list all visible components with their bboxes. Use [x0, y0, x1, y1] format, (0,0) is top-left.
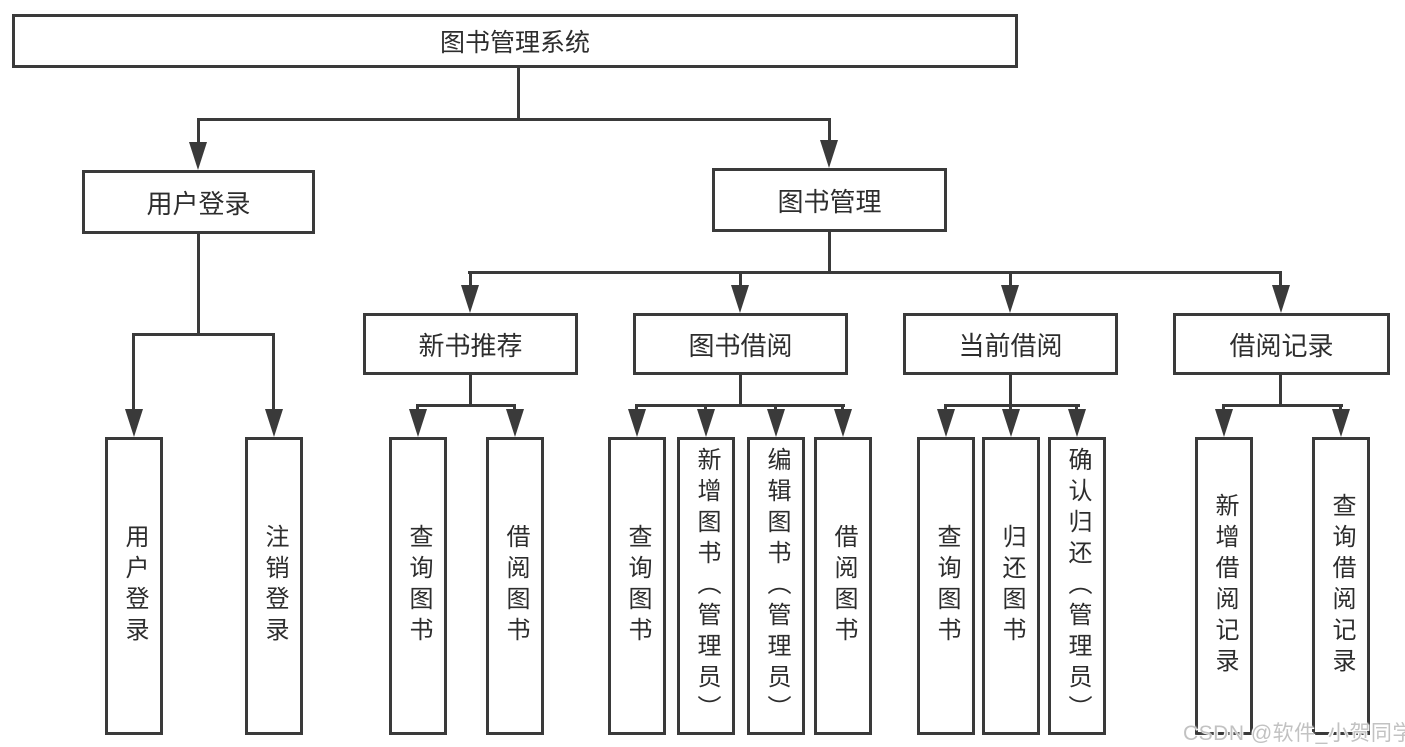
connector-book-borrow-stem — [739, 375, 742, 407]
arrowhead-current-borrow — [1001, 285, 1019, 313]
arrowhead-leaf — [628, 409, 646, 437]
leaf-label: 查询图书 — [933, 524, 960, 648]
connector-drop-borrow-record — [1279, 271, 1282, 292]
node-library-management-system: 图书管理系统 — [12, 14, 1018, 68]
node-label: 用户登录 — [146, 188, 251, 219]
connector-user-login-stem — [197, 233, 200, 336]
connector-current-borrow-hline — [944, 404, 1080, 407]
leaf-label: 用户登录 — [121, 524, 148, 648]
connector-drop-new-book — [469, 271, 472, 292]
node-label: 新书推荐 — [418, 330, 523, 361]
node-book-management: 图书管理 — [712, 168, 947, 232]
arrowhead-leaf-login — [125, 409, 143, 437]
node-book-borrowing: 图书借阅 — [633, 313, 848, 375]
leaf-label: 查询图书 — [624, 524, 651, 648]
arrowhead-leaf — [767, 409, 785, 437]
connector-book-management-stem — [828, 232, 831, 273]
leaf-borrow-books: 借阅图书 — [814, 437, 872, 735]
connector-book-borrow-hline — [635, 404, 845, 407]
connector-level2-hline — [197, 118, 831, 121]
arrowhead-borrow-record — [1272, 285, 1290, 313]
csdn-watermark: CSDN @软件_小贺同学 — [1183, 722, 1405, 745]
leaf-return-books: 归还图书 — [982, 437, 1040, 735]
node-label: 借阅记录 — [1229, 330, 1334, 361]
leaf-label: 确认归还（管理员） — [1064, 446, 1091, 726]
connector-drop-book-management — [828, 118, 831, 148]
connector-user-login-hline — [132, 333, 275, 336]
leaf-add-books-admin: 新增图书（管理员） — [677, 437, 735, 735]
arrowhead-new-book — [461, 285, 479, 313]
leaf-user-login: 用户登录 — [105, 437, 163, 735]
leaf-query-borrow-record: 查询借阅记录 — [1312, 437, 1370, 735]
arrowhead-book-management — [820, 140, 838, 168]
connector-drop-user-login — [197, 118, 200, 150]
leaf-confirm-return-admin: 确认归还（管理员） — [1048, 437, 1106, 735]
leaf-label: 查询借阅记录 — [1328, 493, 1355, 679]
leaf-query-books-newbook: 查询图书 — [389, 437, 447, 735]
leaf-borrow-books-newbook: 借阅图书 — [486, 437, 544, 735]
arrowhead-book-borrow — [731, 285, 749, 313]
node-label: 图书管理 — [777, 186, 882, 217]
connector-borrow-record-stem — [1279, 375, 1282, 407]
leaf-add-borrow-record: 新增借阅记录 — [1195, 437, 1253, 735]
leaf-logout: 注销登录 — [245, 437, 303, 735]
leaf-query-books-current: 查询图书 — [917, 437, 975, 735]
arrowhead-leaf — [1215, 409, 1233, 437]
connector-root-stem — [517, 68, 520, 120]
connector-drop-leaf-login — [132, 333, 135, 421]
node-new-book-recommendation: 新书推荐 — [363, 313, 578, 375]
connector-new-book-hline — [416, 404, 516, 407]
leaf-label: 归还图书 — [998, 524, 1025, 648]
arrowhead-leaf — [1002, 409, 1020, 437]
connector-level3-hline — [468, 271, 1282, 274]
leaf-label: 查询图书 — [405, 524, 432, 648]
connector-borrow-record-hline — [1222, 404, 1343, 407]
node-user-login: 用户登录 — [82, 170, 315, 234]
node-borrowing-records: 借阅记录 — [1173, 313, 1390, 375]
leaf-label: 新增图书（管理员） — [693, 446, 720, 726]
arrowhead-leaf — [697, 409, 715, 437]
leaf-label: 编辑图书（管理员） — [763, 446, 790, 726]
connector-drop-book-borrow — [739, 271, 742, 292]
leaf-label: 新增借阅记录 — [1211, 493, 1238, 679]
node-current-borrowing: 当前借阅 — [903, 313, 1118, 375]
leaf-query-books-borrow: 查询图书 — [608, 437, 666, 735]
node-label: 当前借阅 — [958, 330, 1063, 361]
leaf-label: 借阅图书 — [830, 524, 857, 648]
leaf-edit-books-admin: 编辑图书（管理员） — [747, 437, 805, 735]
arrowhead-leaf — [409, 409, 427, 437]
connector-current-borrow-stem — [1009, 375, 1012, 407]
arrowhead-leaf — [834, 409, 852, 437]
arrowhead-leaf-logout — [265, 409, 283, 437]
arrowhead-leaf — [506, 409, 524, 437]
connector-drop-current-borrow — [1009, 271, 1012, 292]
leaf-label: 注销登录 — [261, 524, 288, 648]
arrowhead-user-login — [189, 142, 207, 170]
arrowhead-leaf — [1068, 409, 1086, 437]
arrowhead-leaf — [937, 409, 955, 437]
connector-new-book-stem — [469, 375, 472, 407]
node-label: 图书管理系统 — [439, 29, 590, 57]
node-label: 图书借阅 — [688, 330, 793, 361]
leaf-label: 借阅图书 — [502, 524, 529, 648]
arrowhead-leaf — [1332, 409, 1350, 437]
connector-drop-leaf-logout — [272, 333, 275, 421]
